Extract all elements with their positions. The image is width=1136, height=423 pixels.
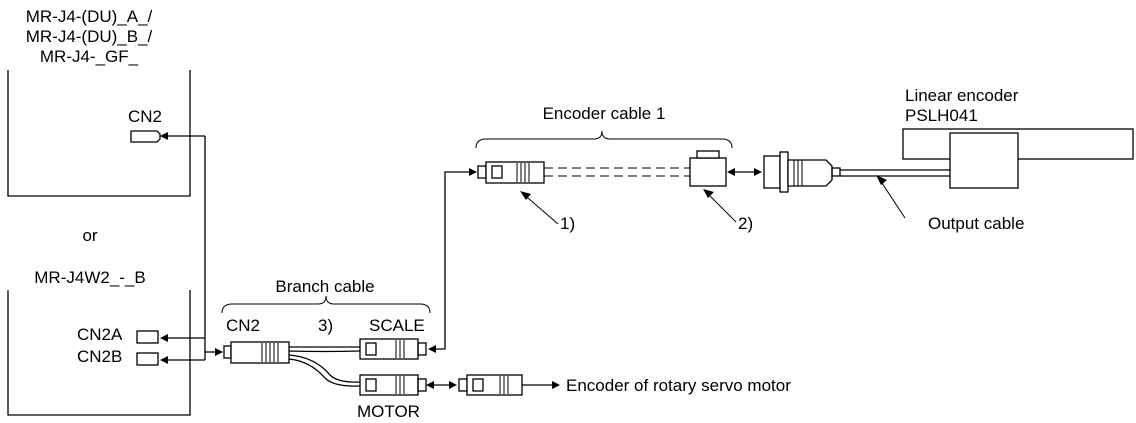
encoder-cable-plug-icon <box>477 161 545 184</box>
amplifier-top-model-line-2: MR-J4-(DU)_B_/ <box>26 27 153 46</box>
scale-plug-icon <box>359 338 427 360</box>
encoder-cable-1: Encoder cable 1 1) 2) <box>475 104 753 233</box>
servo-amplifier-bottom: MR-J4W2_-_B CN2A CN2B <box>7 268 191 416</box>
cn2-label: CN2 <box>128 107 162 126</box>
branch-cable: Branch cable CN2 3) SCALE <box>221 277 431 421</box>
arrowhead-icon <box>727 168 735 176</box>
cn2-connector-icon <box>130 130 161 143</box>
arrowhead-icon <box>449 381 457 389</box>
or-text: or <box>82 226 97 245</box>
linear-encoder: Linear encoder PSLH041 <box>902 86 1134 189</box>
rotary-encoder-plug-icon <box>458 374 523 396</box>
arrowhead-icon <box>469 168 477 176</box>
linear-encoder-head <box>949 132 1019 189</box>
cn2b-label: CN2B <box>77 347 122 366</box>
arrowhead-icon <box>520 191 531 200</box>
amplifier-wiring <box>160 132 223 364</box>
motor-plug-icon <box>359 374 427 396</box>
part-2-label: 2) <box>738 214 753 233</box>
output-cable-connector-icon <box>763 151 841 193</box>
arrowhead-icon <box>160 132 168 140</box>
part-1-label: 1) <box>560 214 575 233</box>
amplifier-top-outline <box>7 70 191 197</box>
arrowhead-icon <box>215 348 223 356</box>
arrowhead-icon <box>754 168 762 176</box>
cn2a-connector-icon <box>136 330 159 344</box>
amplifier-top-model-line-3: MR-J4-_GF_ <box>40 47 139 66</box>
amplifier-top-model-line-1: MR-J4-(DU)_A_/ <box>26 7 153 26</box>
arrowhead-icon <box>426 381 434 389</box>
output-cable-label: Output cable <box>928 214 1024 233</box>
motor-label: MOTOR <box>357 402 420 421</box>
branch-number-label: 3) <box>318 316 333 335</box>
encoder-cable-bracket <box>475 130 733 149</box>
branch-cable-bracket <box>221 295 431 314</box>
branch-cn2-label: CN2 <box>226 316 260 335</box>
servo-amplifier-top: MR-J4-(DU)_A_/ MR-J4-(DU)_B_/ MR-J4-_GF_… <box>7 7 191 197</box>
scale-label: SCALE <box>369 316 425 335</box>
encoder-to-output-wiring: Output cable <box>727 151 1024 233</box>
arrowhead-icon <box>703 189 714 198</box>
rotary-encoder-label: Encoder of rotary servo motor <box>566 376 791 395</box>
amplifier-bottom-model: MR-J4W2_-_B <box>34 268 145 287</box>
arrowhead-icon <box>160 334 168 342</box>
cn2b-connector-icon <box>136 352 159 366</box>
arrowhead-icon <box>876 175 887 185</box>
encoder-cable-connector-icon <box>689 150 727 187</box>
arrowhead-icon <box>552 381 560 389</box>
arrowhead-icon <box>160 356 168 364</box>
rotary-encoder-connection: Encoder of rotary servo motor <box>426 374 791 396</box>
arrowhead-icon <box>428 345 436 353</box>
cn2a-label: CN2A <box>77 325 123 344</box>
scale-to-encoder-wiring <box>428 168 477 353</box>
linear-encoder-title-line-1: Linear encoder <box>905 86 1019 105</box>
amplifier-bottom-outline <box>7 290 191 416</box>
encoder-cable-title: Encoder cable 1 <box>543 104 666 123</box>
branch-cable-title: Branch cable <box>275 277 374 296</box>
linear-encoder-title-line-2: PSLH041 <box>905 106 978 125</box>
cn2-plug-icon <box>223 341 290 364</box>
